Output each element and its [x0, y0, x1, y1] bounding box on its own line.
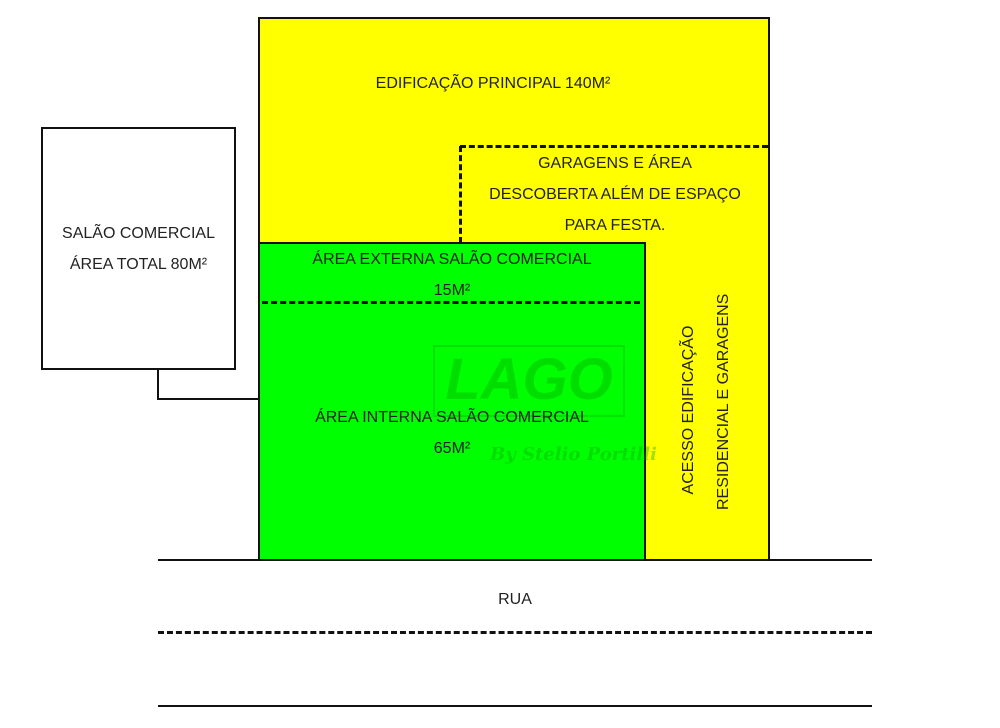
garage-area-boundary-left [459, 146, 462, 243]
shop-connector-horizontal [157, 398, 258, 400]
main-building-label: EDIFICAÇÃO PRINCIPAL 140M² [375, 75, 611, 92]
watermark-tagline: By Stelio Portilli [490, 444, 657, 465]
internal-area-label-line-2: 65M² [433, 440, 471, 457]
garage-area-boundary-top [460, 145, 768, 148]
shop-connector-vertical [157, 369, 159, 400]
internal-area-label-line-1: ÁREA INTERNA SALÃO COMERCIAL [315, 409, 589, 426]
watermark-logo: LAGO [433, 345, 625, 417]
external-internal-divider [262, 301, 640, 304]
access-label-line-1: ACESSO EDIFICAÇÃO [680, 325, 697, 495]
street-label: RUA [498, 591, 532, 608]
garage-label-line-2: DESCOBERTA ALÉM DE ESPAÇO [489, 186, 741, 203]
street-edge-bottom [158, 705, 872, 707]
shop-label-line-1: SALÃO COMERCIAL [62, 225, 215, 242]
commercial-area [258, 242, 646, 561]
access-label-line-2: RESIDENCIAL E GARAGENS [715, 293, 732, 510]
external-area-label-line-1: ÁREA EXTERNA SALÃO COMERCIAL [312, 251, 592, 268]
external-area-label-line-2: 15M² [433, 282, 471, 299]
shop-box [41, 127, 236, 370]
garage-label-line-3: PARA FESTA. [564, 217, 666, 234]
shop-label-line-2: ÁREA TOTAL 80M² [69, 256, 208, 273]
street-center-line [158, 631, 872, 634]
street-edge-top [158, 559, 872, 561]
garage-label-line-1: GARAGENS E ÁREA [538, 155, 692, 172]
